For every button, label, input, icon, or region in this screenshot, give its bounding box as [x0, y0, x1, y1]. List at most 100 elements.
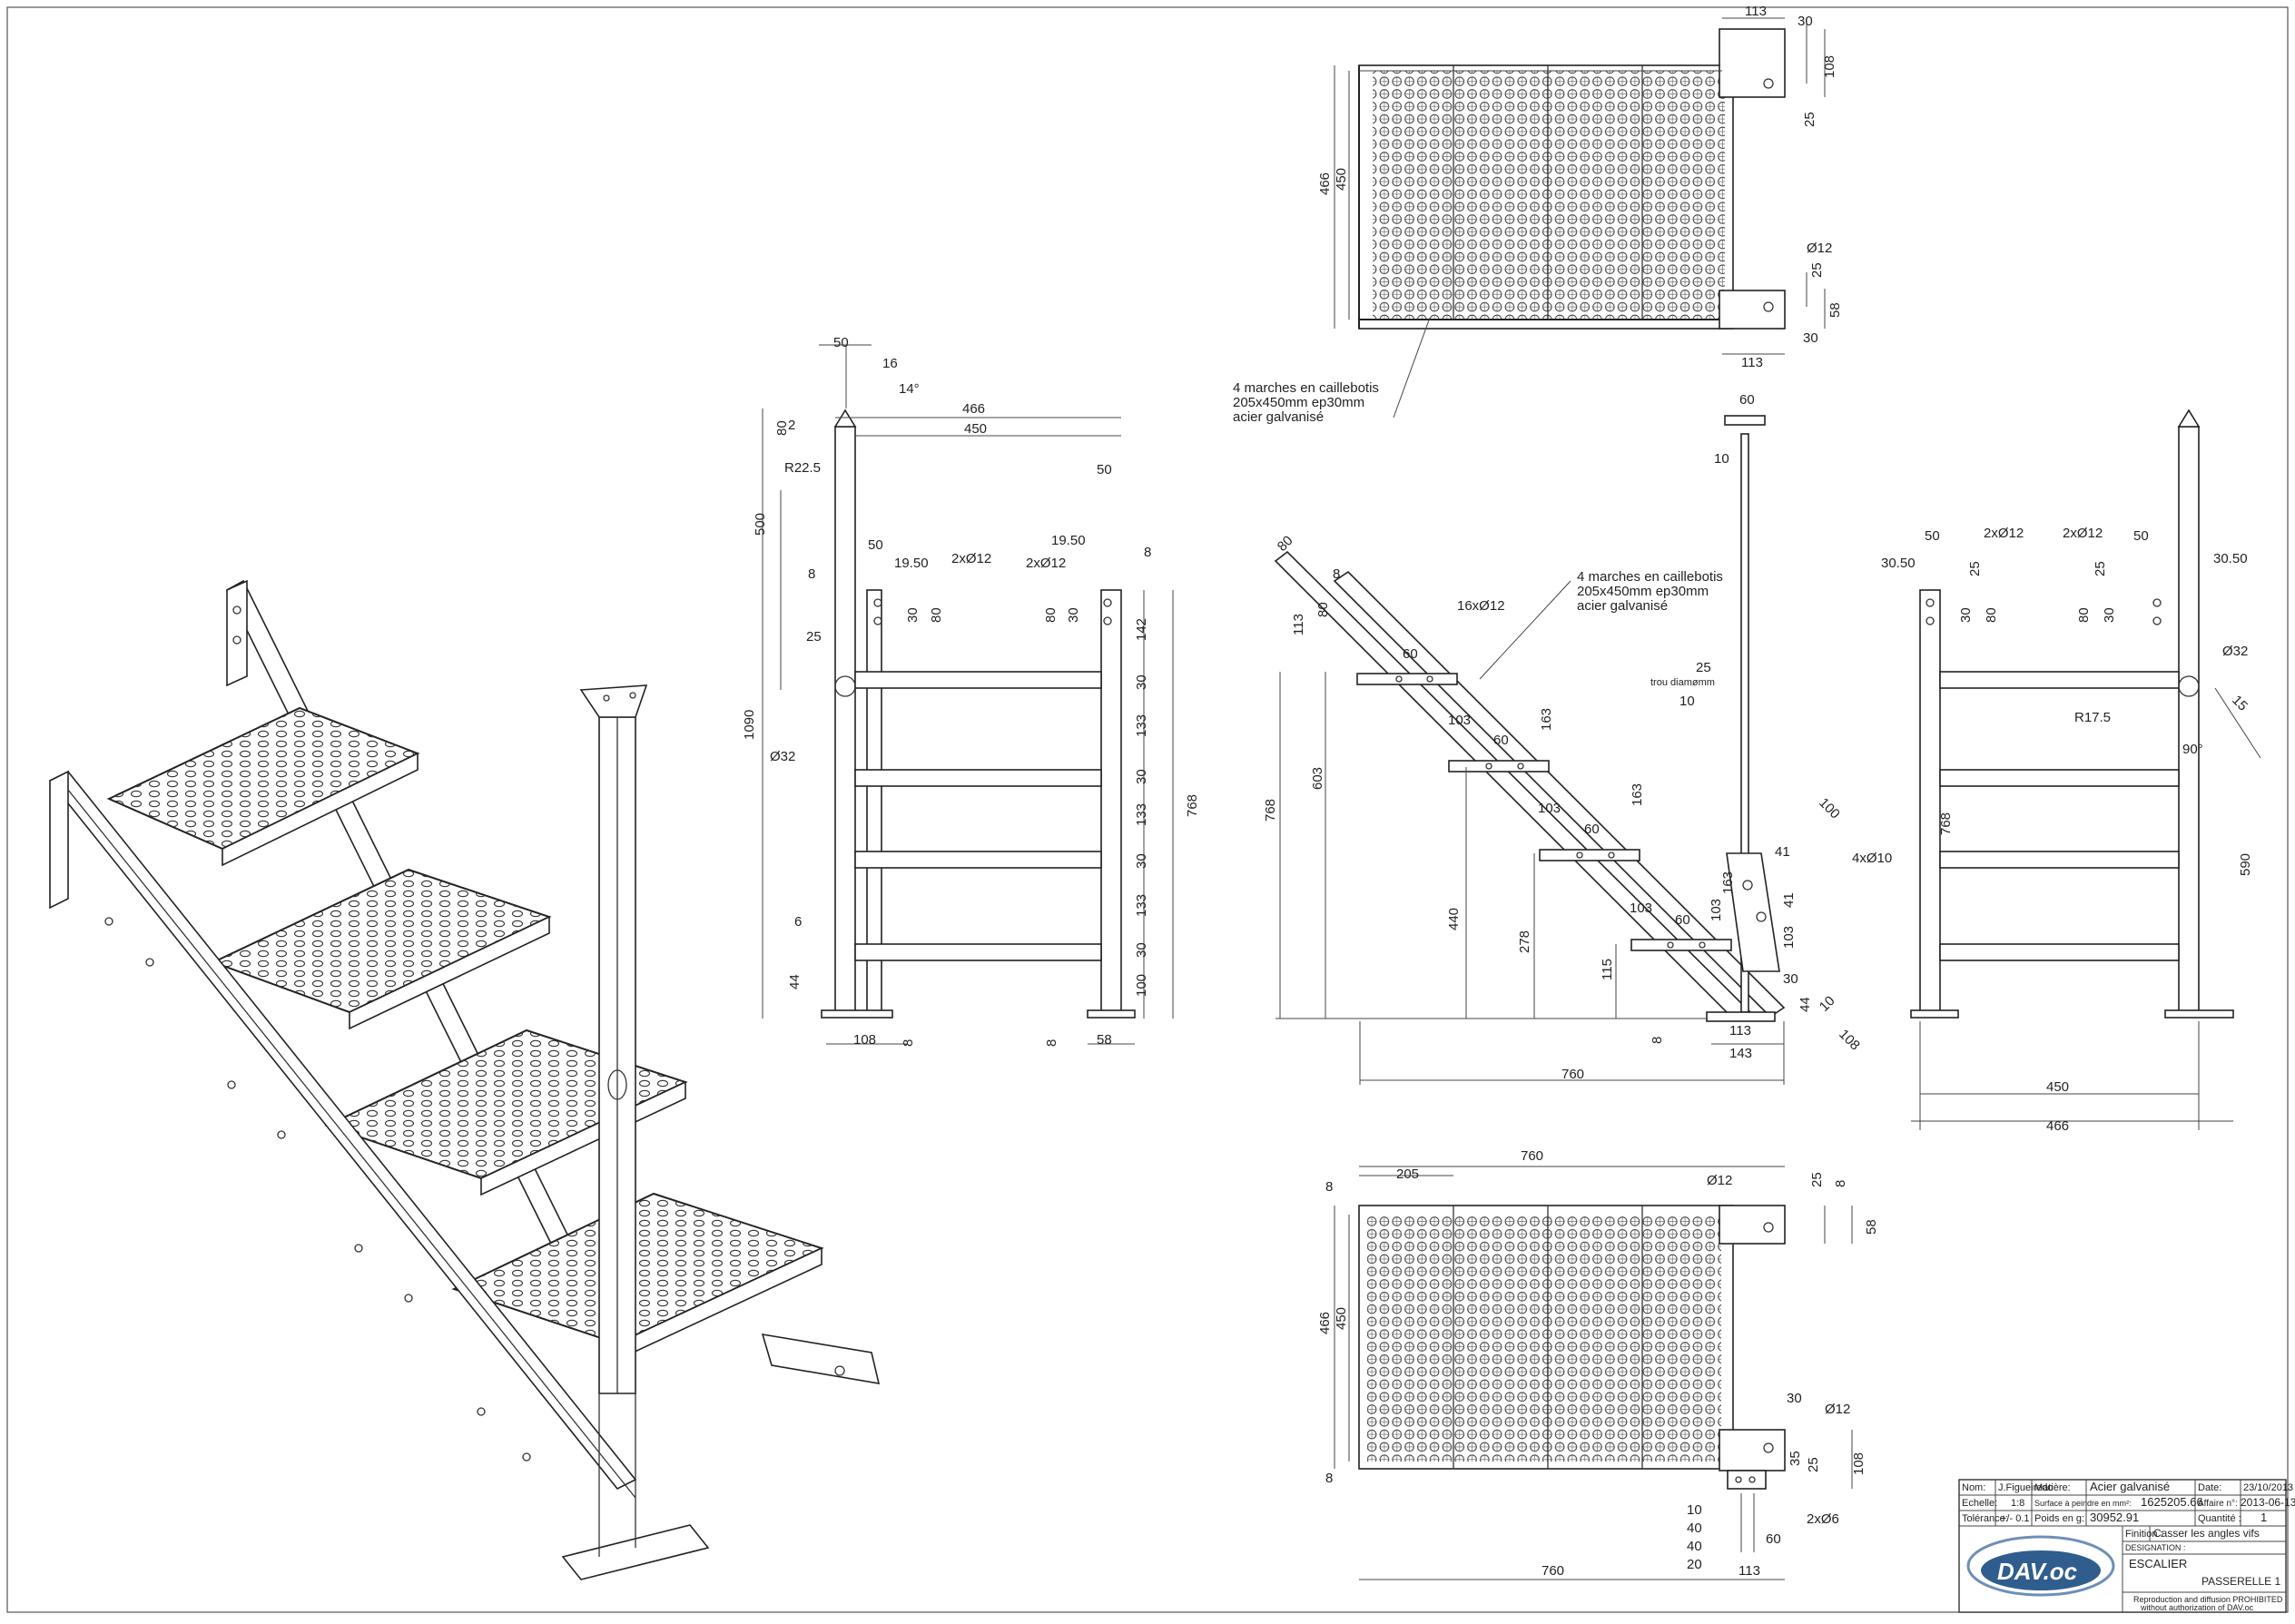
tb-date-value: 23/10/2013	[2243, 1482, 2293, 1493]
front-dim-1950a: 19.50	[894, 556, 929, 571]
bottom-dim-760: 760	[1541, 1563, 1564, 1579]
front-dim-30f: 30	[1134, 942, 1149, 958]
side-dim-41b: 41	[1781, 892, 1797, 908]
tb-footer-line1: Reproduction and diffusion PROHIBITED	[2133, 1595, 2283, 1604]
note-top-line1: 4 marches en caillebotis	[1233, 380, 1379, 396]
tb-affaire-label: Affaire n°:	[2198, 1499, 2238, 1509]
front-dim-142: 142	[1134, 618, 1149, 641]
tb-echelle-value: 1:8	[2011, 1498, 2024, 1509]
top-note: 4 marches en caillebotis 205x450mm ep30m…	[1233, 317, 1431, 425]
front-dim-50b: 50	[1097, 462, 1112, 477]
right-dim-50b: 50	[2133, 528, 2149, 544]
top-dim-30b: 30	[1803, 330, 1818, 346]
tb-quantite-label: Quantité :	[2198, 1513, 2241, 1524]
front-dim-58: 58	[1097, 1032, 1112, 1048]
tb-affaire-value: 2013-06-134	[2241, 1496, 2295, 1509]
iso-tread-1	[106, 706, 420, 867]
side-dim-143: 143	[1729, 1046, 1752, 1061]
front-dim-30e: 30	[1134, 853, 1149, 869]
front-dim-133a: 133	[1134, 714, 1149, 737]
side-dim-8a: 8	[1333, 566, 1340, 582]
front-dim-16: 16	[882, 356, 898, 371]
front-dim-80c: 80	[1043, 607, 1059, 623]
front-dim-1090: 1090	[742, 710, 757, 740]
iso-tread-2	[211, 868, 552, 1030]
side-dim-603: 603	[1310, 767, 1325, 790]
side-dim-16x12: 16xØ12	[1457, 598, 1505, 614]
front-dim-1950b: 19.50	[1051, 533, 1086, 548]
tb-tolerance-value: +/- 0.1	[2001, 1513, 2030, 1524]
bottom-dim-108: 108	[1851, 1452, 1867, 1475]
front-dim-50c: 50	[868, 537, 883, 553]
front-dim-30c: 30	[1134, 674, 1149, 690]
front-dim-8d: 8	[1044, 1039, 1059, 1047]
tb-matiere-value: Acier galvanisé	[2090, 1480, 2170, 1493]
side-dim-163c: 163	[1720, 871, 1736, 894]
tb-surface-label: Surface à peindre en mm²:	[2034, 1499, 2132, 1508]
right-dim-768: 768	[1938, 812, 1954, 835]
right-dim-80a: 80	[1984, 607, 1999, 623]
front-dim-80b: 80	[929, 607, 944, 623]
side-dim-103e: 103	[1709, 899, 1724, 921]
front-dim-466: 466	[962, 401, 985, 417]
tb-tolerance-label: Tolérance:	[1962, 1513, 2008, 1524]
side-dim-113b: 113	[1729, 1023, 1751, 1038]
right-dim-3050a: 30.50	[1881, 556, 1916, 571]
front-dim-133b: 133	[1134, 803, 1149, 826]
top-dim-58: 58	[1827, 302, 1843, 318]
side-dim-8: 8	[1650, 1037, 1665, 1044]
front-dim-80: 80	[774, 420, 790, 436]
front-view: 50 16 14° 466 450 80 2 R22.5 500 50 50 1…	[742, 335, 1200, 1048]
bottom-dim-10: 10	[1687, 1502, 1702, 1518]
bottom-dim-25b: 25	[1806, 1457, 1821, 1472]
front-dim-d32: Ø32	[770, 749, 795, 764]
front-dim-500: 500	[753, 513, 768, 536]
side-dim-760: 760	[1561, 1067, 1584, 1082]
side-dim-60c: 60	[1493, 733, 1509, 748]
iso-tread-4	[451, 1192, 824, 1362]
company-logo: DAV.oc	[1966, 1535, 2115, 1597]
bottom-dim-25: 25	[1809, 1172, 1825, 1187]
sheet-border	[6, 6, 2289, 1613]
side-note-line3: acier galvanisé	[1577, 598, 1668, 614]
front-dim-30b: 30	[1066, 607, 1081, 623]
side-note-line1: 4 marches en caillebotis	[1577, 569, 1723, 585]
bottom-dim-760top: 760	[1521, 1148, 1543, 1164]
bottom-view: 760 8 205 Ø12 25 8 58 466 450 30 Ø12 25 …	[1317, 1148, 1879, 1580]
side-dim-103b: 103	[1538, 801, 1561, 816]
right-dim-2x12b: 2xØ12	[2063, 526, 2103, 541]
front-dim-133c: 133	[1134, 894, 1149, 917]
front-dim-44: 44	[787, 974, 803, 989]
tb-nom-value: J.Figueiredo	[1998, 1482, 2054, 1493]
side-dim-768: 768	[1263, 799, 1278, 822]
note-top-line2: 205x450mm ep30mm	[1233, 395, 1364, 410]
front-dim-8b: 8	[808, 566, 815, 582]
side-dim-108: 108	[1836, 1027, 1863, 1054]
bottom-dim-40b: 40	[1687, 1539, 1702, 1554]
top-dim-25a: 25	[1802, 112, 1817, 127]
side-dim-80a: 80	[1275, 533, 1296, 555]
right-dim-90: 90°	[2182, 742, 2203, 757]
bottom-dim-d12a: Ø12	[1707, 1173, 1732, 1188]
side-dim-103d: 103	[1630, 901, 1652, 916]
bottom-dim-8b: 8	[1833, 1180, 1848, 1187]
tb-date-label: Date:	[2198, 1482, 2221, 1493]
front-dim-768: 768	[1185, 794, 1200, 817]
side-dim-103c: 103	[1781, 926, 1797, 949]
front-dim-30d: 30	[1134, 769, 1149, 784]
right-dim-25b: 25	[2093, 561, 2108, 576]
right-dim-r175: R17.5	[2074, 710, 2111, 725]
side-dim-113: 113	[1291, 614, 1306, 635]
side-dim-278: 278	[1517, 930, 1532, 953]
right-view: 50 2xØ12 50 2xØ12 30.50 25 25 30.50 30 8…	[1881, 408, 2261, 1134]
side-dim-115: 115	[1600, 959, 1615, 980]
right-dim-30a: 30	[1958, 607, 1974, 623]
front-dim-50: 50	[833, 335, 849, 350]
bottom-dim-20: 20	[1687, 1557, 1702, 1572]
bottom-dim-466: 466	[1317, 1312, 1333, 1334]
tb-designation-label: DESIGNATION :	[2125, 1543, 2185, 1552]
front-dim-8c: 8	[901, 1039, 916, 1047]
right-dim-590: 590	[2238, 853, 2253, 876]
front-dim-14deg: 14°	[899, 381, 920, 397]
top-dim-108: 108	[1822, 55, 1837, 78]
